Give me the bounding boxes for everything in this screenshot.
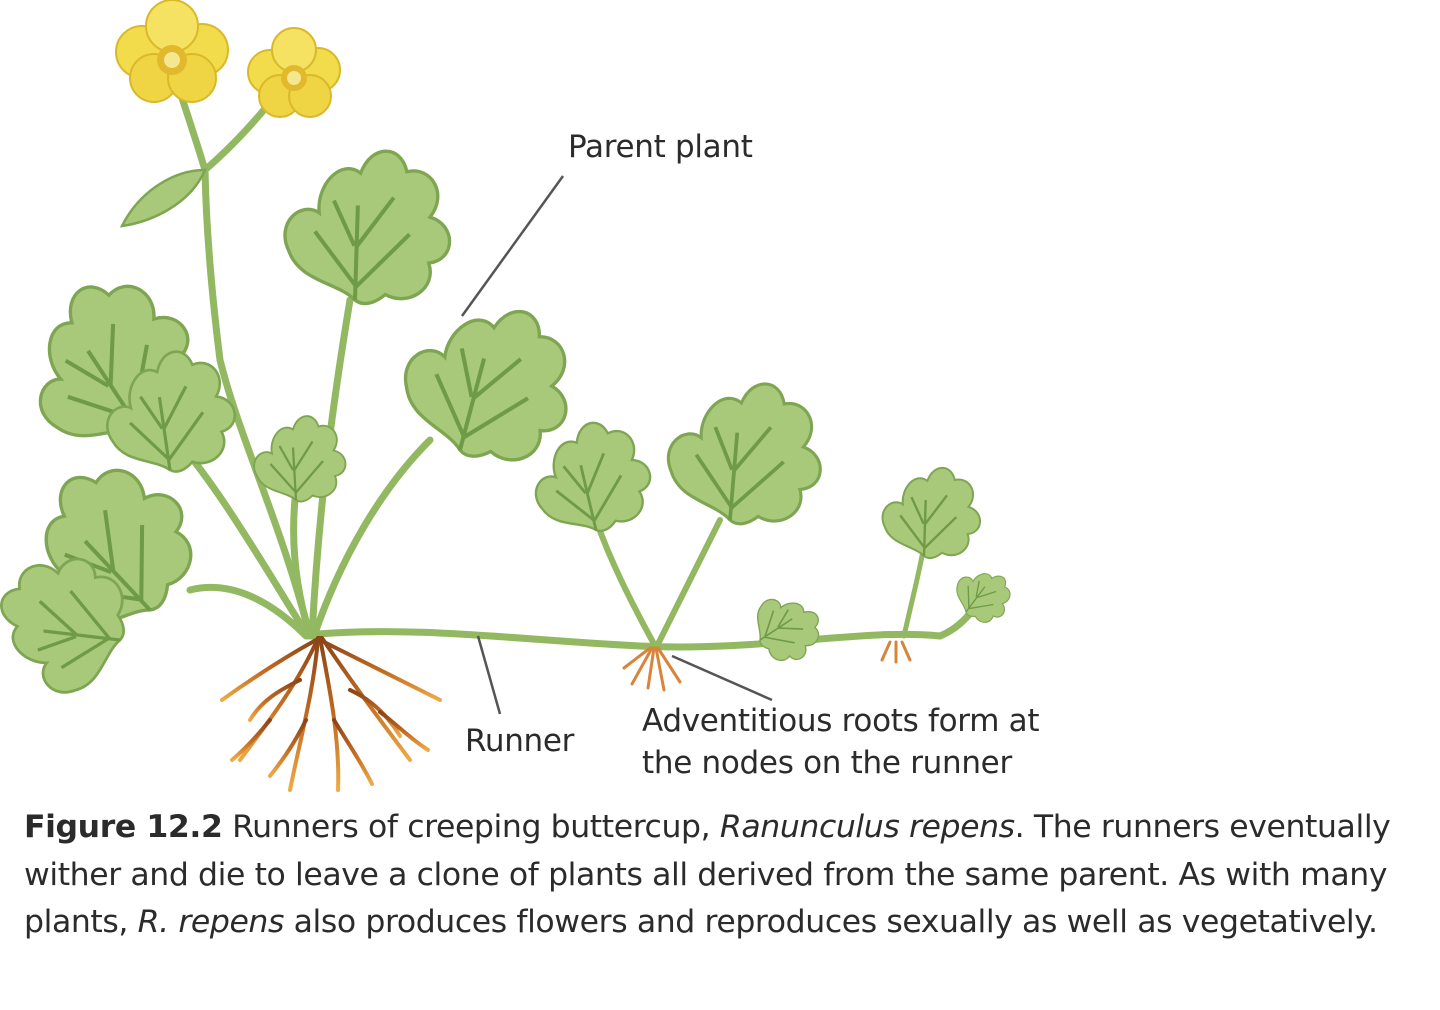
runner-leader bbox=[476, 635, 502, 715]
parent-leaves bbox=[0, 143, 591, 703]
daughter-plant-2 bbox=[878, 461, 1022, 664]
adventitious-roots-label: Adventitious roots form at the nodes on … bbox=[642, 700, 1040, 784]
caption-text-1: Runners of creeping buttercup, bbox=[222, 809, 720, 845]
parent-plant-label: Parent plant bbox=[568, 129, 753, 165]
parent-plant-leader bbox=[460, 175, 565, 317]
figure-caption: Figure 12.2 Runners of creeping buttercu… bbox=[24, 804, 1424, 947]
adventitious-leader bbox=[671, 654, 773, 702]
species-name-short: R. repens bbox=[137, 904, 285, 940]
parent-roots bbox=[220, 636, 442, 792]
runner-stem bbox=[314, 596, 984, 651]
runner-label: Runner bbox=[465, 723, 575, 759]
adventitious-label-line-1: Adventitious roots form at bbox=[642, 703, 1040, 739]
daughter-plant-1 bbox=[523, 369, 834, 692]
adventitious-label-line-2: the nodes on the runner bbox=[642, 745, 1012, 781]
buttercup-flowers bbox=[115, 0, 341, 118]
species-name: Ranunculus repens bbox=[719, 809, 1015, 845]
figure-number: Figure 12.2 bbox=[24, 809, 223, 845]
caption-text-3: also produces flowers and reproduces sex… bbox=[284, 904, 1378, 940]
caption-text-2: . The runners eventually wither and die … bbox=[24, 809, 1391, 940]
buttercup-diagram bbox=[0, 0, 1022, 792]
